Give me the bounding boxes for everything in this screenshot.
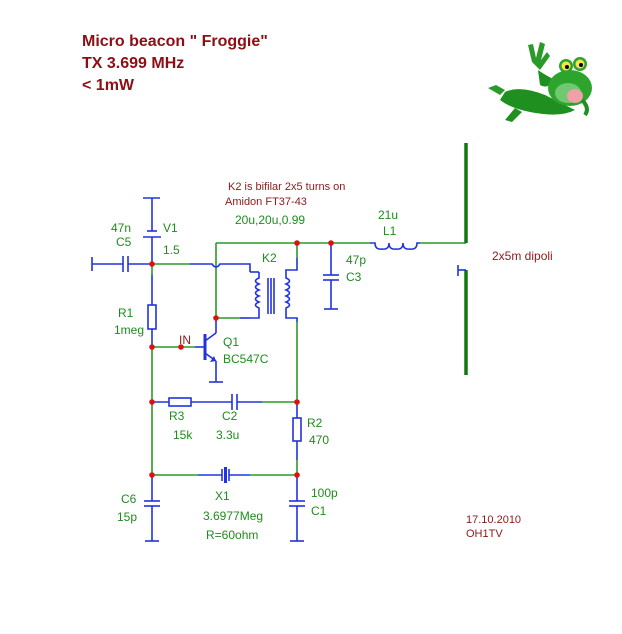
title-line-2: TX 3.699 MHz (82, 55, 184, 72)
c3-name: C3 (346, 270, 362, 284)
node (294, 240, 300, 246)
transistor-q1 (195, 318, 223, 383)
x1-resistance: R=60ohm (206, 528, 258, 542)
q1-value: BC547C (223, 352, 269, 366)
r3-value: 15k (173, 428, 193, 442)
r1-value: 1meg (114, 323, 144, 337)
node (294, 472, 300, 478)
r1-name: R1 (118, 306, 134, 320)
node (149, 472, 155, 478)
r2-value: 470 (309, 433, 329, 447)
c3-value: 47p (346, 253, 366, 267)
c1-value: 100p (311, 486, 338, 500)
inductor-l1 (370, 242, 420, 250)
c5-value: 47n (111, 221, 131, 235)
q1-name: Q1 (223, 335, 239, 349)
resistor-r3 (152, 397, 232, 407)
battery-v1 (143, 197, 161, 264)
node (149, 344, 155, 350)
resistor-r1 (147, 275, 157, 347)
node (178, 344, 184, 350)
node (213, 315, 219, 321)
c2-value: 3.3u (216, 428, 239, 442)
transformer-k2 (240, 258, 298, 322)
l1-name: L1 (383, 224, 397, 238)
crossover-wire (190, 263, 251, 272)
resistor-r2 (292, 402, 302, 460)
k2-note-line-2: Amidon FT37-43 (225, 196, 307, 208)
c2-name: C2 (222, 409, 238, 423)
in-label: IN (179, 333, 191, 347)
c6-name: C6 (121, 492, 137, 506)
node (149, 261, 155, 267)
date-label: 17.10.2010 (466, 514, 521, 526)
x1-value: 3.6977Meg (203, 509, 263, 523)
node (294, 399, 300, 405)
title-line-1: Micro beacon " Froggie" (82, 33, 268, 50)
c1-name: C1 (311, 504, 327, 518)
capacitor-c1 (289, 475, 305, 542)
k2-name: K2 (262, 251, 277, 265)
v1-value: 1.5 (163, 243, 180, 257)
capacitor-c3 (323, 243, 339, 310)
antenna-label: 2x5m dipoli (492, 249, 553, 263)
r2-name: R2 (307, 416, 323, 430)
crystal-x1 (198, 467, 250, 483)
c6-value: 15p (117, 510, 137, 524)
capacitor-c2 (231, 394, 262, 410)
k2-note-line-1: K2 is bifilar 2x5 turns on (228, 181, 345, 193)
capacitor-c5 (91, 256, 152, 272)
x1-name: X1 (215, 489, 230, 503)
title-line-3: < 1mW (82, 77, 135, 94)
r3-name: R3 (169, 409, 185, 423)
k2-value-label: 20u,20u,0.99 (235, 213, 305, 227)
node (149, 399, 155, 405)
v1-name: V1 (163, 221, 178, 235)
node (328, 240, 334, 246)
capacitor-c6 (144, 475, 160, 542)
l1-value: 21u (378, 208, 398, 222)
dipole-antenna (457, 143, 468, 375)
junction-nodes (149, 240, 334, 478)
frog-mascot-icon (488, 42, 592, 122)
author-label: OH1TV (466, 528, 503, 540)
c5-name: C5 (116, 235, 132, 249)
